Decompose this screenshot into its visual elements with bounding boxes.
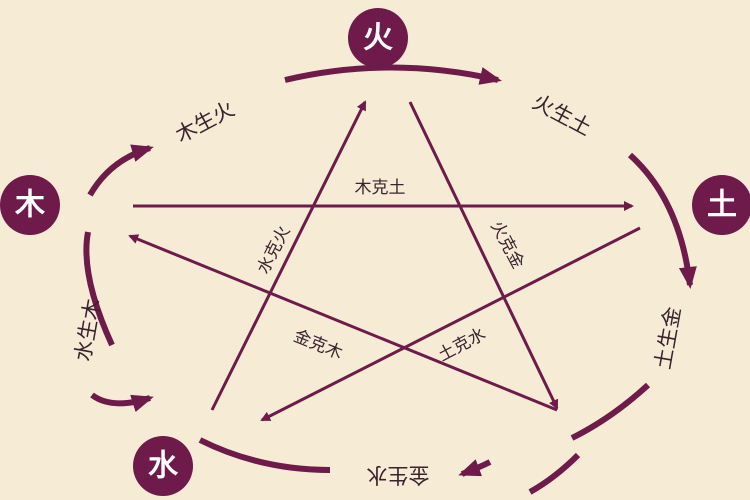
arc-water-lower-segment [528,452,581,495]
label-wood-controls-earth: 木克土 [355,178,406,198]
label-metal-controls-wood: 金克木 [291,326,346,364]
element-node-water: 水 [133,436,193,496]
element-node-fire: 火 [348,8,408,68]
arc-water-to-metal-label [458,459,492,477]
arc-metal-water-to-water [198,437,331,473]
element-node-wood: 木 [0,175,60,235]
label-water-controls-fire: 水克火 [254,223,295,278]
label-earth-generates-metal: 土生金 [651,305,686,371]
element-wood-label: 木 [14,188,45,223]
label-wood-generates-fire: 木生火 [172,97,239,148]
element-fire-label: 火 [363,21,393,56]
element-node-earth: 土 [692,175,750,235]
element-water-label: 水 [148,449,179,484]
label-fire-controls-metal: 火克金 [486,218,528,272]
arc-fire-to-earth [284,64,502,85]
star-line-earth-water [260,226,641,422]
arc-water-to-wood [83,231,115,347]
label-water-generates-wood: 水生木 [71,297,106,363]
arc-metal-to-water [570,382,651,441]
arc-wood-lower [90,392,154,412]
star-line-water-fire [210,100,367,411]
arc-earth-to-metal [627,152,697,289]
controlling-star [128,100,641,422]
label-fire-generates-earth: 火生土 [529,90,596,141]
star-line-metal-wood [128,234,558,412]
arc-wood-to-fire [87,144,154,197]
generating-cycle [83,64,697,495]
star-line-fire-metal [408,101,559,410]
label-earth-controls-water: 土克水 [435,324,489,366]
label-metal-generates-water: 金生水 [367,463,430,487]
element-earth-label: 土 [707,188,737,223]
